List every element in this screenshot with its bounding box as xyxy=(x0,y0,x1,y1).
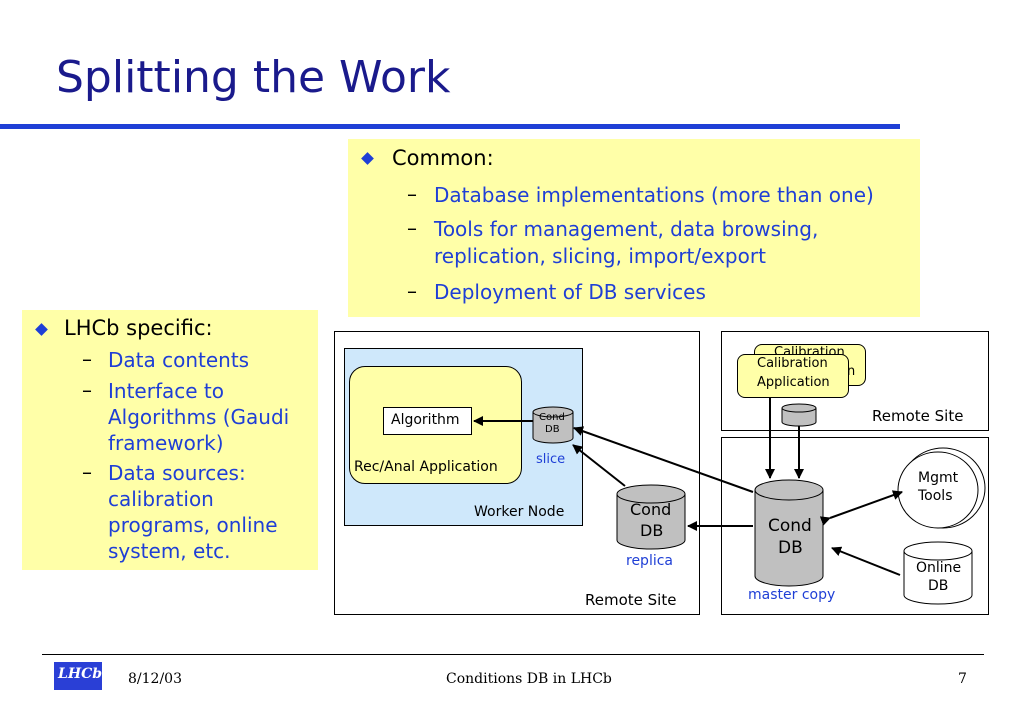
lhcb-item: Data contents xyxy=(108,348,250,372)
calibration-front-line1: Calibration xyxy=(757,356,828,371)
slide-title: Splitting the Work xyxy=(56,52,451,103)
mgmt-tools-circle xyxy=(897,447,986,529)
lhcb-item: system, etc. xyxy=(108,539,231,563)
calibration-front-line2: Application xyxy=(757,375,830,390)
page-number: 7 xyxy=(958,671,967,687)
online-line1: Online xyxy=(916,560,962,576)
common-item: replication, slicing, import/export xyxy=(434,244,766,268)
arrow-master-mgmt xyxy=(819,490,903,526)
remote-site-top-label: Remote Site xyxy=(872,407,964,425)
footer-divider xyxy=(42,654,984,655)
calibration-back-fragment: n xyxy=(847,364,856,379)
replica-db-line2: DB xyxy=(640,521,664,540)
online-db-cylinder xyxy=(903,541,973,605)
dash-icon: – xyxy=(407,182,417,206)
dash-icon: – xyxy=(82,347,92,371)
online-line2: DB xyxy=(928,578,949,594)
master-copy-label: master copy xyxy=(748,587,836,603)
remote-site-left-label: Remote Site xyxy=(585,591,677,609)
slice-db-line2: DB xyxy=(545,424,560,435)
dash-icon: – xyxy=(82,460,92,484)
footer-title: Conditions DB in LHCb xyxy=(446,671,612,687)
master-db-line1: Cond xyxy=(768,516,812,536)
arrow-master-to-slice xyxy=(573,426,754,493)
algorithm-box xyxy=(383,407,472,435)
replica-label: replica xyxy=(626,553,674,569)
lhcb-item: Data sources: xyxy=(108,461,246,485)
common-heading: Common: xyxy=(392,146,494,170)
lhcb-logo-text: LHCb xyxy=(58,666,103,682)
lhcb-heading: LHCb specific: xyxy=(64,316,213,340)
lhcb-item: framework) xyxy=(108,431,224,455)
algorithm-label: Algorithm xyxy=(391,412,460,428)
mgmt-line2: Tools xyxy=(918,488,953,504)
replica-db-line1: Cond xyxy=(630,500,672,519)
worker-node-label: Worker Node xyxy=(474,504,565,520)
common-item: Tools for management, data browsing, xyxy=(434,217,819,241)
arrow-replica-to-slice xyxy=(572,444,626,487)
replica-db-cylinder xyxy=(616,484,686,550)
master-db-cylinder xyxy=(754,479,824,587)
title-underline xyxy=(0,124,900,129)
dash-icon: – xyxy=(407,216,417,240)
dash-icon: – xyxy=(82,378,92,402)
calibration-front-box xyxy=(737,354,849,398)
lhcb-logo xyxy=(54,662,102,690)
common-item: Deployment of DB services xyxy=(434,280,706,304)
lhcb-item: Interface to xyxy=(108,379,224,403)
rec-app-label: Rec/Anal Application xyxy=(354,459,498,475)
lhcb-box xyxy=(22,310,318,570)
dash-icon: – xyxy=(407,279,417,303)
slice-db-line1: Cond xyxy=(539,412,565,423)
lhcb-item: programs, online xyxy=(108,513,278,537)
common-box xyxy=(348,139,920,317)
arrow-online-to-master xyxy=(831,546,901,576)
master-db-line2: DB xyxy=(778,538,803,558)
common-item: Database implementations (more than one) xyxy=(434,183,874,207)
mgmt-line1: Mgmt xyxy=(918,470,959,486)
slice-db-cylinder xyxy=(532,406,574,444)
slice-label: slice xyxy=(536,452,566,467)
remote-top-db-cylinder xyxy=(781,403,817,427)
lhcb-item: calibration xyxy=(108,487,214,511)
footer-date: 8/12/03 xyxy=(128,671,182,687)
lhcb-item: Algorithms (Gaudi xyxy=(108,405,290,429)
